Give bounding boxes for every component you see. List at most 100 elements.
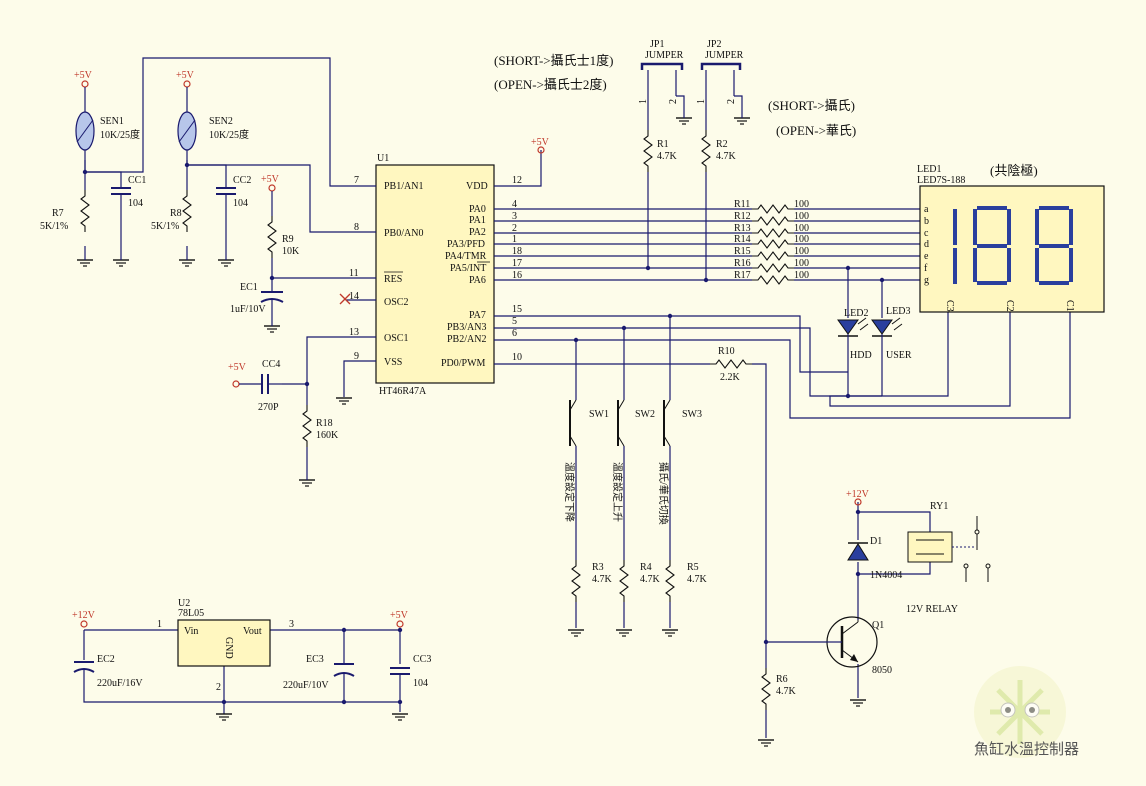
r8-ref: R8 bbox=[170, 208, 182, 219]
u1-pin-pd0: PD0/PWM bbox=[441, 358, 486, 369]
led1-title: (共陰極) bbox=[990, 163, 1038, 178]
r9-val: 10K bbox=[282, 246, 300, 257]
u1-pin-osc2: OSC2 bbox=[384, 297, 408, 308]
r6-ref: R6 bbox=[776, 674, 788, 685]
rail-sen1: +5V bbox=[74, 70, 93, 81]
note-jp2-short: (SHORT->攝氏) bbox=[768, 98, 855, 113]
u1-pin-pb0: PB0/AN0 bbox=[384, 228, 423, 239]
r3-ref: R3 bbox=[592, 562, 604, 573]
u1-part: HT46R47A bbox=[379, 386, 427, 397]
note-jp1-short: (SHORT->攝氏士1度) bbox=[494, 53, 613, 68]
u1-pinnum-1: 1 bbox=[512, 234, 517, 245]
u1-pinnum-6: 6 bbox=[512, 328, 517, 339]
u2-part: 78L05 bbox=[178, 608, 204, 619]
led3-ref: LED3 bbox=[886, 306, 910, 317]
r10-ref: R10 bbox=[718, 346, 735, 357]
rail-reg-out: +5V bbox=[390, 610, 409, 621]
ec3-val: 220uF/10V bbox=[283, 680, 329, 691]
r4-ref: R4 bbox=[640, 562, 652, 573]
r17-val: 100 bbox=[794, 270, 809, 281]
seg-label-f: f bbox=[924, 263, 928, 274]
seg-label-a: a bbox=[924, 204, 929, 215]
r11-val: 100 bbox=[794, 199, 809, 210]
rail-vdd: +5V bbox=[531, 137, 550, 148]
junctions bbox=[82, 162, 885, 705]
cc2-val: 104 bbox=[233, 198, 248, 209]
note-jp1-open: (OPEN->攝氏士2度) bbox=[494, 77, 607, 92]
r5-ref: R5 bbox=[687, 562, 699, 573]
sw3-ref: SW3 bbox=[682, 409, 702, 420]
led1-display: LED1 LED7S-188 (共陰極) a b c d e f g C3 C2… bbox=[917, 163, 1105, 313]
led1-ref: LED1 bbox=[917, 164, 941, 175]
sw3-func: 攝氏/華氏切換 bbox=[657, 462, 670, 525]
sw1-func: 溫度設定下降 bbox=[563, 462, 576, 522]
note-jp2-open: (OPEN->華氏) bbox=[776, 123, 856, 138]
u2-regulator: U2 78L05 Vin Vout GND 1 3 2 bbox=[157, 598, 294, 693]
sen2-thermistor: SEN2 10K/25度 bbox=[177, 111, 249, 165]
r4-val: 4.7K bbox=[640, 574, 661, 585]
segment-resistors: R11 R12 R13 R14 R15 R16 R17 100 100 100 … bbox=[734, 199, 809, 285]
u1-pinnum-13: 13 bbox=[349, 327, 359, 338]
r18-val: 160K bbox=[316, 430, 339, 441]
d1-ref: D1 bbox=[870, 536, 882, 547]
rail-reg-in: +12V bbox=[72, 610, 96, 621]
u2-pin3: 3 bbox=[289, 619, 294, 630]
r11-ref: R11 bbox=[734, 199, 750, 210]
cc1: CC1 104 bbox=[111, 175, 146, 212]
r1: R1 4.7K bbox=[643, 129, 678, 173]
ec1: EC1 1uF/10V bbox=[230, 282, 284, 315]
common-c3: C3 bbox=[944, 300, 955, 312]
r3-val: 4.7K bbox=[592, 574, 613, 585]
d1-diode: D1 1N4004 bbox=[847, 536, 902, 581]
r15-val: 100 bbox=[794, 246, 809, 257]
r17-ref: R17 bbox=[734, 270, 751, 281]
u1-pin-pa7: PA7 bbox=[469, 310, 486, 321]
u2-pin2: 2 bbox=[216, 682, 221, 693]
u1-pinnum-11: 11 bbox=[349, 268, 359, 279]
sw2-func: 溫度設定上升 bbox=[611, 462, 624, 522]
r13-ref: R13 bbox=[734, 223, 751, 234]
led3: LED3 USER bbox=[871, 306, 912, 361]
cc1-val: 104 bbox=[128, 198, 143, 209]
ec2: EC2 220uF/16V bbox=[73, 654, 143, 689]
sw1-ref: SW1 bbox=[589, 409, 609, 420]
r2: R2 4.7K bbox=[701, 129, 737, 173]
u1-pinnum-5: 5 bbox=[512, 316, 517, 327]
sen1-val: 10K/25度 bbox=[100, 128, 140, 141]
cc3-ref: CC3 bbox=[413, 654, 431, 665]
r1-val: 4.7K bbox=[657, 151, 678, 162]
seg-label-d: d bbox=[924, 239, 929, 250]
u1-pin-res: RES bbox=[384, 274, 402, 285]
u1-pin-pb3: PB3/AN3 bbox=[447, 322, 486, 333]
cc2-ref: CC2 bbox=[233, 175, 251, 186]
u1-pinnum-3: 3 bbox=[512, 211, 517, 222]
r15-ref: R15 bbox=[734, 246, 751, 257]
jp2: JP2 JUMPER 1 2 bbox=[696, 39, 744, 104]
rail-cc4: +5V bbox=[228, 362, 247, 373]
sw3: SW3 攝氏/華氏切換 bbox=[657, 399, 702, 525]
r7-val: 5K/1% bbox=[40, 221, 68, 232]
cc4-val: 270P bbox=[258, 402, 279, 413]
power-rails: +5V +5V +5V +5V +5V +12V +12V +5V bbox=[72, 70, 870, 628]
r9: R9 10K bbox=[267, 215, 300, 259]
u1-pin-pb1: PB1/AN1 bbox=[384, 181, 423, 192]
r10: R10 2.2K bbox=[709, 346, 753, 383]
u1-pinnum-12: 12 bbox=[512, 175, 522, 186]
seg-label-e: e bbox=[924, 251, 929, 262]
r5-val: 4.7K bbox=[687, 574, 708, 585]
u1-pin-pa2: PA2 bbox=[469, 227, 486, 238]
r7-ref: R7 bbox=[52, 208, 64, 219]
u1-pinnum-16: 16 bbox=[512, 270, 522, 281]
ec1-val: 1uF/10V bbox=[230, 304, 266, 315]
led1-part: LED7S-188 bbox=[917, 175, 965, 186]
svg-text:1: 1 bbox=[638, 99, 649, 104]
sw2: SW2 溫度設定上升 bbox=[611, 399, 655, 522]
r12-ref: R12 bbox=[734, 211, 751, 222]
jp2-type: JUMPER bbox=[705, 50, 744, 61]
led3-name: USER bbox=[886, 350, 912, 361]
u1-pinnum-9: 9 bbox=[354, 351, 359, 362]
u1-chip: U1 HT46R47A PB1/AN1 PB0/AN0 RES OSC2 OSC… bbox=[349, 153, 522, 397]
r8-val: 5K/1% bbox=[151, 221, 179, 232]
grounds bbox=[76, 95, 867, 747]
